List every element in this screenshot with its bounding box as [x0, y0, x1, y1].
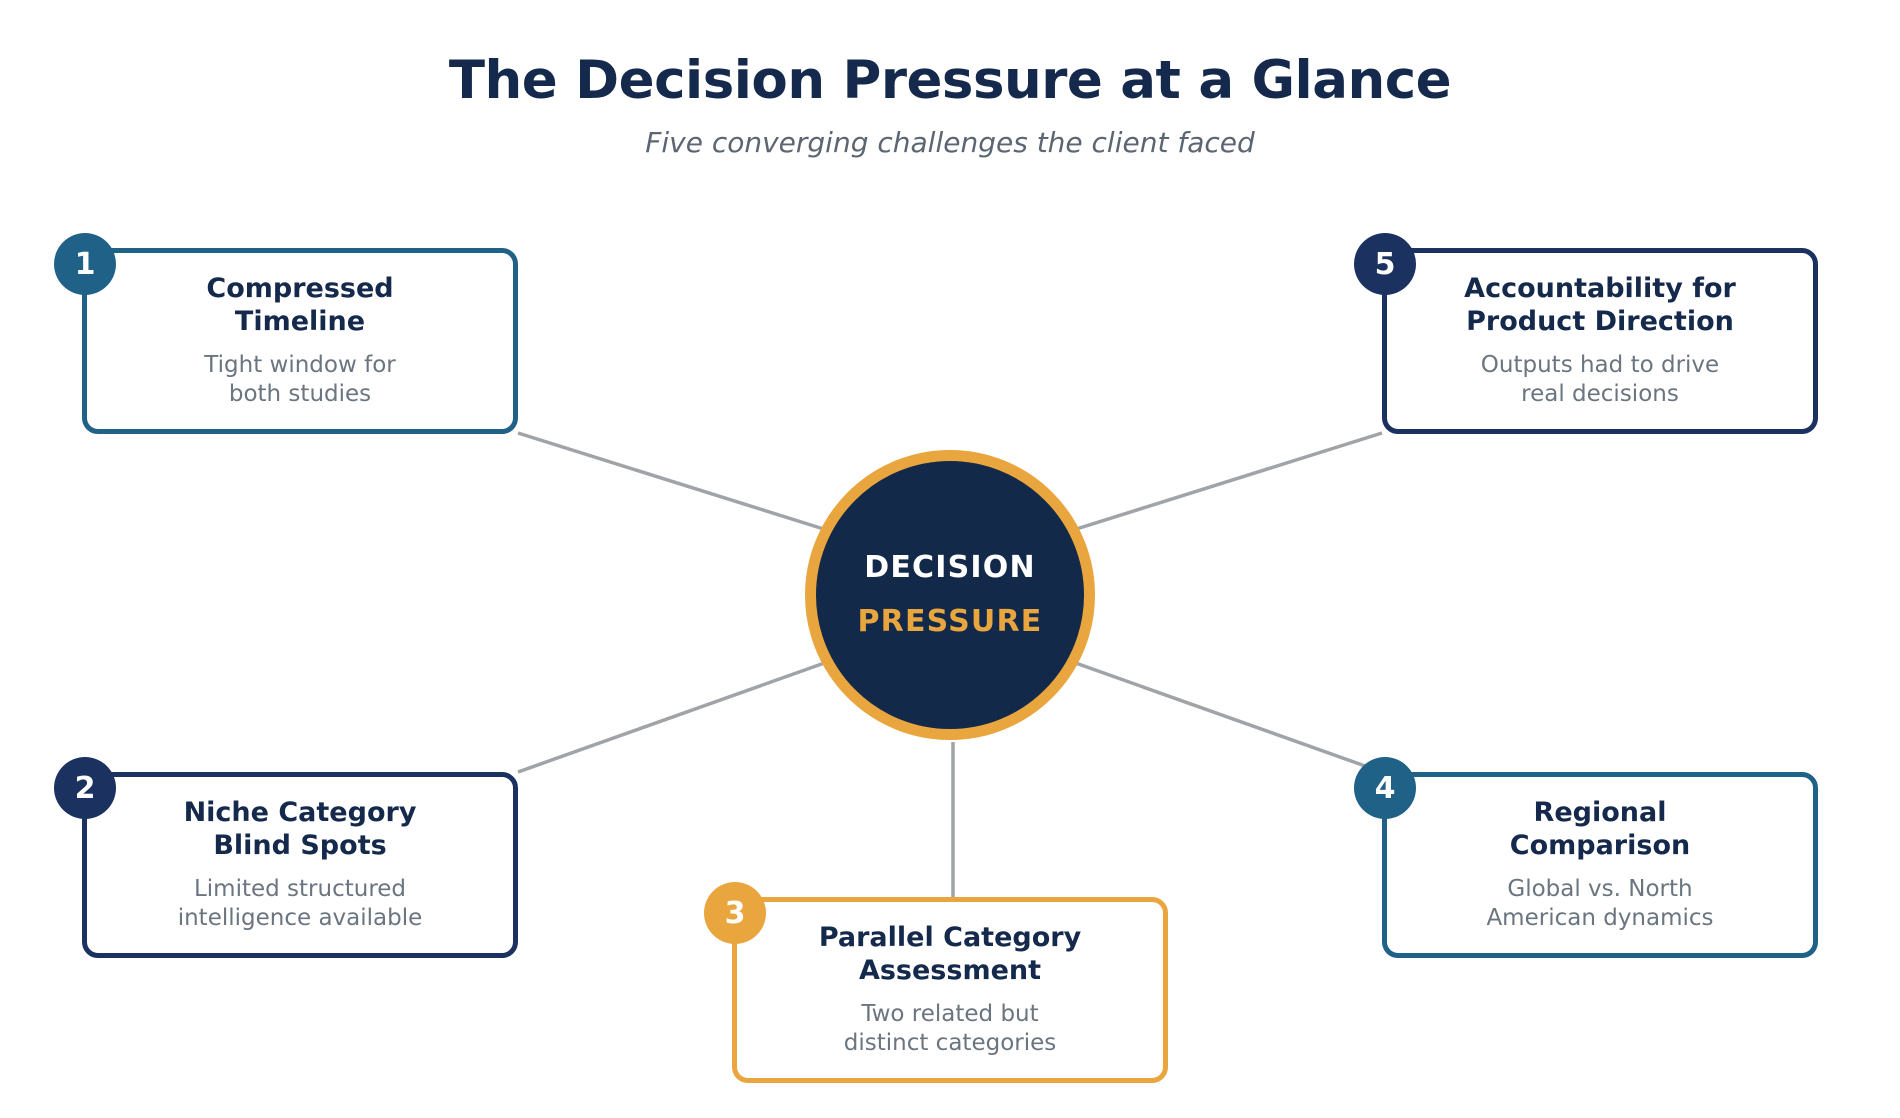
challenge-card-niche-category-blind-spots[interactable]: Niche Category Blind Spots Limited struc… — [82, 772, 518, 958]
challenge-card-accountability-product-direction[interactable]: Accountability for Product Direction Out… — [1382, 248, 1818, 434]
card-title: Compressed Timeline — [206, 272, 394, 337]
card-number-badge-4: 4 — [1354, 757, 1416, 819]
card-title: Accountability for Product Direction — [1464, 272, 1736, 337]
card-number-badge-1: 1 — [54, 233, 116, 295]
connector-card4-to-hub — [1069, 659, 1383, 774]
connector-card2-to-hub — [517, 659, 831, 774]
card-description: Two related but distinct categories — [843, 1000, 1057, 1056]
card-number-badge-3: 3 — [704, 882, 766, 944]
connector-card1-to-hub — [517, 431, 831, 533]
card-number-badge-2: 2 — [54, 757, 116, 819]
card-description: Outputs had to drive real decisions — [1480, 351, 1720, 407]
card-title: Niche Category Blind Spots — [183, 796, 417, 861]
hub-label-primary: DECISION — [864, 550, 1036, 585]
card-title: Parallel Category Assessment — [818, 921, 1082, 986]
challenge-card-regional-comparison[interactable]: Regional Comparison Global vs. North Ame… — [1382, 772, 1818, 958]
card-description: Limited structured intelligence availabl… — [177, 875, 423, 931]
central-hub-decision-pressure: DECISION PRESSURE — [805, 450, 1095, 740]
card-description: Tight window for both studies — [204, 351, 396, 407]
card-number-badge-5: 5 — [1354, 233, 1416, 295]
hub-label-secondary: PRESSURE — [857, 604, 1043, 639]
challenge-card-parallel-category-assessment[interactable]: Parallel Category Assessment Two related… — [732, 897, 1168, 1083]
connector-card5-to-hub — [1069, 431, 1383, 533]
challenge-card-compressed-timeline[interactable]: Compressed Timeline Tight window for bot… — [82, 248, 518, 434]
card-title: Regional Comparison — [1509, 796, 1691, 861]
card-description: Global vs. North American dynamics — [1486, 875, 1714, 931]
